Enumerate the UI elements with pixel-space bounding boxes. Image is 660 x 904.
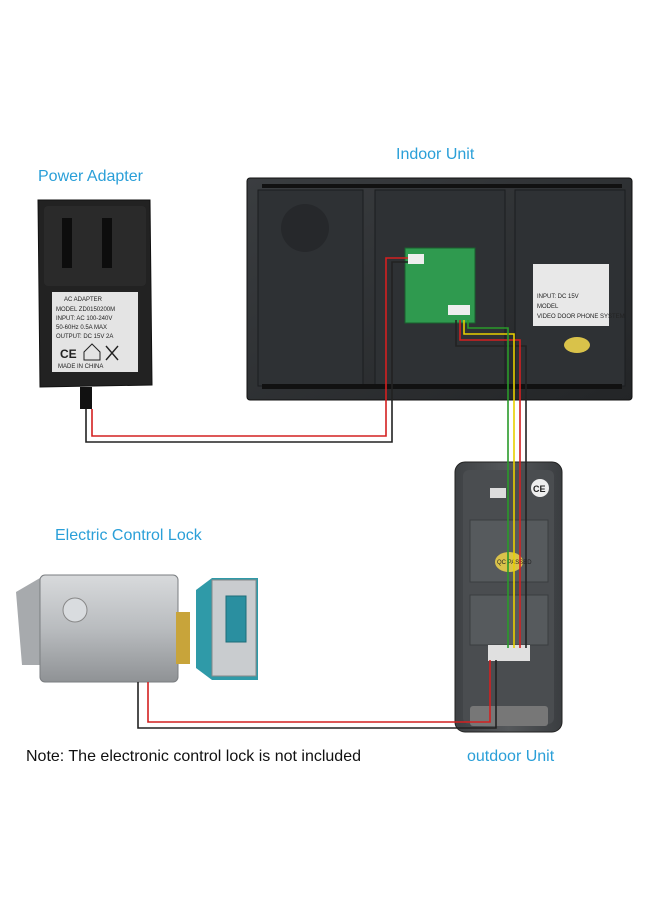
ce-mark-icon: CE [60,347,77,361]
power-adapter: AC ADAPTER MODEL ZD0150200M INPUT: AC 10… [37,199,153,409]
speaker-grille [281,204,329,252]
indoor-sticker-line3: INPUT: DC 15V [537,294,579,300]
terminal-block [488,645,530,661]
indoor-sticker [533,264,609,326]
adapter-input: INPUT: AC 100-240V [56,316,112,322]
house-icon [83,343,101,361]
adapter-model: MODEL ZD0150200M [56,307,115,313]
adapter-title: AC ADAPTER [64,297,103,303]
indoor-unit: VIDEO DOOR PHONE SYSTEM MODEL INPUT: DC … [246,177,633,401]
outdoor-unit-label: outdoor Unit [467,748,555,765]
power-adapter-label: Power Adapter [38,168,143,185]
indoor-sticker-line2: MODEL [537,304,559,310]
ce-badge-icon [531,479,549,497]
note-text: Note: The electronic control lock is not… [26,748,361,765]
lock-cylinder-icon [62,597,88,623]
adapter-output: OUTPUT: DC 15V 2A [56,334,113,340]
adapter-made-in: MADE IN CHINA [58,364,103,370]
electric-control-lock [16,574,258,683]
recycle-bin-icon [105,345,119,361]
svg-text:CE: CE [533,484,546,494]
electric-control-lock-label: Electric Control Lock [55,527,202,544]
outdoor-qc-sticker-icon [495,552,523,572]
qc-sticker-icon [564,337,590,353]
adapter-freq: 50-60Hz 0.5A MAX [56,325,107,331]
indoor-sticker-line1: VIDEO DOOR PHONE SYSTEM [537,314,625,320]
wires [85,257,527,729]
indoor-unit-label: Indoor Unit [396,146,475,163]
